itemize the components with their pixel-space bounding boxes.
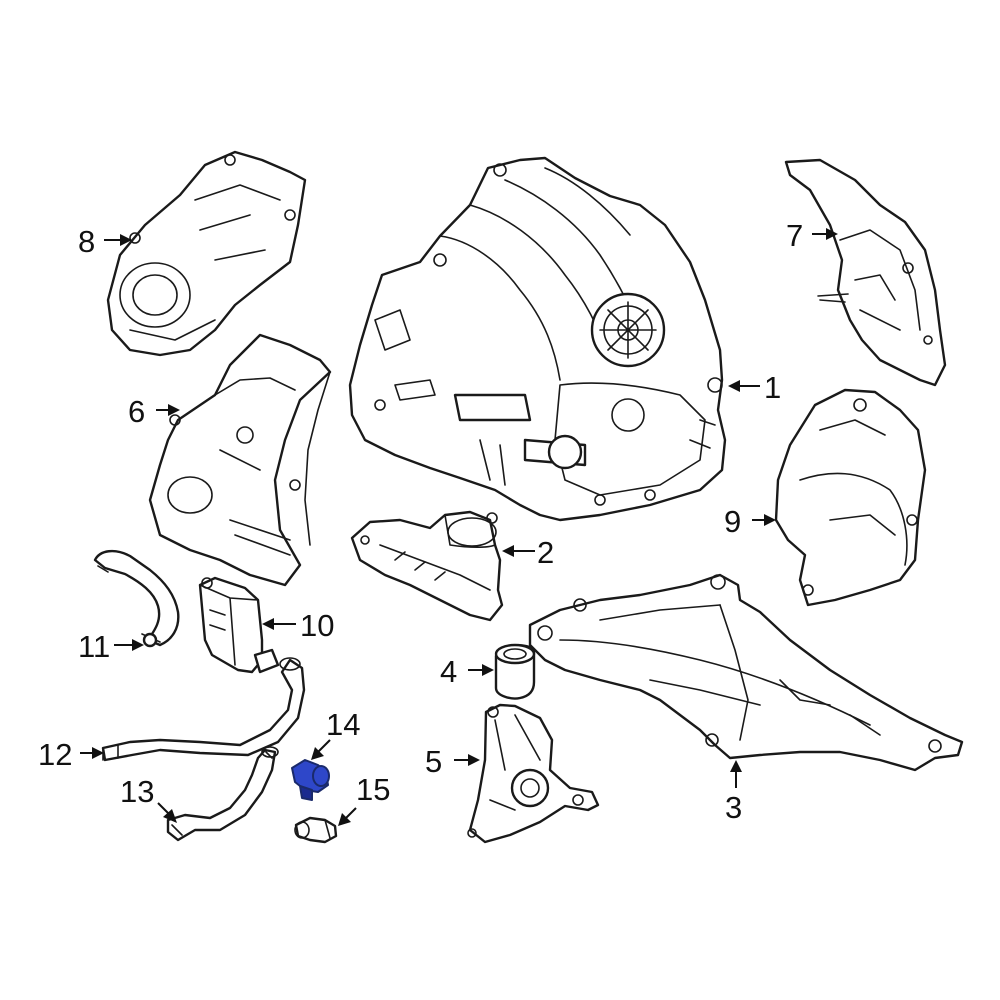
part-3-subframe[interactable] bbox=[528, 573, 964, 772]
part-9-shield[interactable] bbox=[774, 388, 927, 607]
part-10-module[interactable] bbox=[198, 576, 280, 674]
arrowhead-1 bbox=[728, 380, 740, 392]
callout-13: 13 bbox=[120, 774, 154, 809]
arrowhead-13 bbox=[163, 809, 177, 823]
callout-3: 3 bbox=[725, 790, 742, 825]
arrowhead-11 bbox=[132, 639, 144, 651]
callout-labels: 1 2 3 4 5 6 7 8 9 10 11 12 13 14 15 bbox=[38, 218, 803, 825]
part-6-cover[interactable] bbox=[148, 333, 332, 587]
callout-6: 6 bbox=[128, 394, 145, 429]
part-8-cover[interactable] bbox=[106, 150, 307, 357]
callout-7: 7 bbox=[786, 218, 803, 253]
arrowhead-7 bbox=[826, 228, 838, 240]
callout-5: 5 bbox=[425, 744, 442, 779]
arrowhead-3 bbox=[730, 760, 742, 772]
callout-9: 9 bbox=[724, 504, 741, 539]
callout-8: 8 bbox=[78, 224, 95, 259]
arrowhead-12 bbox=[92, 747, 104, 759]
arrowhead-6 bbox=[168, 404, 180, 416]
part-12-hose[interactable] bbox=[101, 657, 306, 762]
part-11-hose[interactable] bbox=[93, 549, 180, 648]
callout-4: 4 bbox=[440, 654, 457, 689]
part-14-sensor[interactable] bbox=[291, 759, 330, 801]
leader-15 bbox=[345, 807, 357, 819]
part-5-bracket[interactable] bbox=[467, 703, 600, 844]
callout-10: 10 bbox=[300, 608, 334, 643]
callout-11: 11 bbox=[78, 629, 110, 664]
arrowhead-2 bbox=[502, 545, 514, 557]
part-7-shield[interactable] bbox=[784, 158, 947, 387]
arrowhead-10 bbox=[262, 618, 274, 630]
arrowhead-9 bbox=[764, 514, 776, 526]
part-2-mount[interactable] bbox=[350, 510, 504, 622]
arrowhead-8 bbox=[120, 234, 132, 246]
arrowhead-4 bbox=[482, 664, 494, 676]
part-1-drive-unit[interactable] bbox=[348, 156, 727, 522]
callout-2: 2 bbox=[537, 535, 554, 570]
callout-1: 1 bbox=[764, 370, 781, 405]
part-4-bushing[interactable] bbox=[494, 643, 536, 700]
callout-14: 14 bbox=[326, 707, 360, 742]
callout-12: 12 bbox=[38, 737, 72, 772]
leader-14 bbox=[317, 739, 331, 753]
part-15-plug[interactable] bbox=[294, 816, 338, 844]
arrowhead-15 bbox=[338, 813, 351, 826]
part-13-hose[interactable] bbox=[166, 746, 279, 842]
callout-15: 15 bbox=[356, 772, 390, 807]
arrowhead-14 bbox=[311, 747, 324, 760]
leader-lines bbox=[80, 228, 838, 826]
arrowhead-5 bbox=[468, 754, 480, 766]
